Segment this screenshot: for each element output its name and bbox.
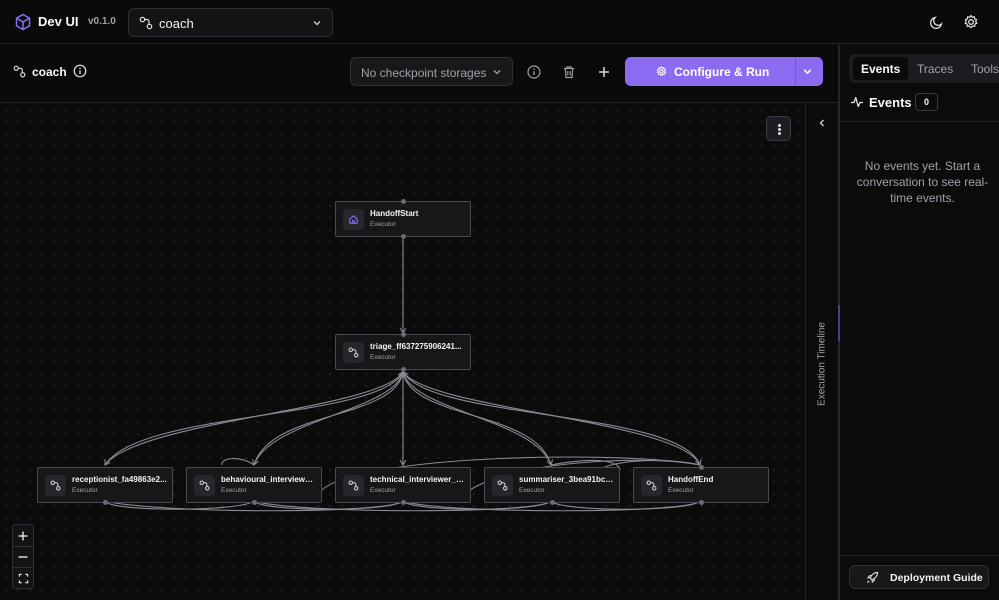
workflow-icon bbox=[641, 475, 662, 496]
resize-grip[interactable] bbox=[838, 305, 840, 341]
checkpoint-storage-value: No checkpoint storages bbox=[361, 66, 487, 80]
node-subtitle: Executor bbox=[370, 354, 396, 361]
checkpoint-storage-select[interactable]: No checkpoint storages bbox=[350, 57, 513, 86]
node-technical-interviewer[interactable]: technical_interviewer_a... Executor bbox=[335, 467, 471, 505]
dev-ui-logo-icon bbox=[15, 13, 31, 31]
canvas-options-button[interactable] bbox=[766, 116, 791, 141]
node-subtitle: Executor bbox=[668, 487, 694, 494]
chevron-down-icon[interactable] bbox=[802, 66, 813, 77]
node-handle[interactable] bbox=[401, 332, 406, 337]
node-receptionist[interactable]: receptionist_fa49863e2... Executor bbox=[37, 467, 173, 505]
node-title: summariser_3bea91bcd... bbox=[519, 475, 615, 484]
events-title: Events bbox=[869, 95, 912, 110]
rocket-icon bbox=[866, 571, 879, 584]
zoom-in-button[interactable] bbox=[13, 525, 33, 546]
execution-timeline-label: Execution Timeline bbox=[816, 322, 828, 406]
node-handle[interactable] bbox=[699, 465, 704, 470]
settings-gear-icon[interactable] bbox=[962, 13, 980, 31]
workflow-icon bbox=[194, 475, 215, 496]
deployment-guide-label: Deployment Guide bbox=[890, 572, 983, 584]
info-icon[interactable] bbox=[73, 64, 87, 78]
node-subtitle: Executor bbox=[221, 487, 247, 494]
node-handle[interactable] bbox=[550, 500, 555, 505]
node-title: HandoffStart bbox=[370, 209, 419, 218]
node-title: triage_ff637275906241... bbox=[370, 342, 462, 351]
node-subtitle: Executor bbox=[370, 221, 396, 228]
workflow-icon bbox=[492, 475, 513, 496]
top-bar: Dev UI v0.1.0 coach bbox=[0, 0, 999, 44]
events-empty-message: No events yet. Start a conversation to s… bbox=[856, 159, 989, 205]
node-behavioural-interviewer[interactable]: behavioural_interviewer... Executor bbox=[186, 467, 322, 505]
tab-events[interactable]: Events bbox=[853, 57, 909, 80]
app-title: Dev UI bbox=[38, 14, 79, 29]
panel-tabs: Events Traces Tools bbox=[849, 54, 999, 83]
divider bbox=[840, 555, 999, 556]
workflow-icon bbox=[139, 16, 153, 30]
trash-icon[interactable] bbox=[561, 64, 577, 80]
home-icon bbox=[343, 209, 364, 230]
configure-run-button[interactable]: Configure & Run bbox=[625, 57, 823, 86]
app-version: v0.1.0 bbox=[88, 16, 116, 27]
entity-selector-value: coach bbox=[159, 16, 194, 31]
zoom-out-button[interactable] bbox=[13, 546, 33, 567]
node-handle[interactable] bbox=[401, 500, 406, 505]
chevron-down-icon bbox=[313, 21, 321, 26]
events-count-badge: 0 bbox=[915, 93, 938, 111]
node-title: technical_interviewer_a... bbox=[370, 475, 466, 484]
plus-icon bbox=[18, 531, 28, 540]
node-handoff-start[interactable]: HandoffStart Executor bbox=[335, 199, 471, 239]
execution-timeline[interactable]: Execution Timeline bbox=[805, 104, 838, 600]
zoom-controls bbox=[12, 524, 34, 589]
panel-resize-handle[interactable] bbox=[838, 45, 840, 600]
workflow-icon bbox=[343, 475, 364, 496]
checkpoint-info-icon[interactable] bbox=[526, 64, 542, 80]
node-triage[interactable]: triage_ff637275906241... Executor bbox=[335, 332, 471, 372]
add-icon[interactable] bbox=[596, 64, 612, 80]
tab-tools[interactable]: Tools bbox=[971, 62, 999, 76]
node-subtitle: Executor bbox=[370, 487, 396, 494]
node-title: HandoffEnd bbox=[668, 475, 714, 484]
workflow-icon bbox=[13, 65, 26, 78]
node-handle[interactable] bbox=[401, 367, 406, 372]
chevron-down-icon bbox=[493, 70, 501, 75]
activity-icon bbox=[851, 96, 863, 108]
workflow-icon bbox=[343, 342, 364, 363]
node-title: receptionist_fa49863e2... bbox=[72, 475, 167, 484]
workflow-toolbar: coach No checkpoint storages Configure &… bbox=[0, 45, 838, 103]
divider bbox=[840, 121, 999, 122]
node-handle[interactable] bbox=[103, 500, 108, 505]
minus-icon bbox=[18, 556, 28, 558]
node-title: behavioural_interviewer... bbox=[221, 475, 317, 484]
events-panel: Events Traces Tools Events 0 No events y… bbox=[840, 45, 999, 600]
node-handle[interactable] bbox=[401, 199, 406, 204]
node-handoff-end[interactable]: HandoffEnd Executor bbox=[633, 465, 769, 505]
tab-traces[interactable]: Traces bbox=[917, 62, 954, 76]
node-handle[interactable] bbox=[699, 500, 704, 505]
node-handle[interactable] bbox=[401, 234, 406, 239]
node-subtitle: Executor bbox=[72, 487, 98, 494]
more-dot bbox=[778, 128, 781, 131]
more-dot bbox=[778, 124, 781, 127]
configure-run-label: Configure & Run bbox=[674, 65, 770, 79]
entity-selector[interactable]: coach bbox=[128, 8, 333, 37]
split-divider bbox=[795, 57, 796, 86]
workflow-name: coach bbox=[32, 65, 67, 79]
more-dot bbox=[778, 132, 781, 135]
node-subtitle: Executor bbox=[519, 487, 545, 494]
fit-view-icon bbox=[18, 573, 28, 583]
node-summariser[interactable]: summariser_3bea91bcd... Executor bbox=[484, 467, 620, 505]
chevron-left-icon[interactable] bbox=[817, 118, 827, 128]
deployment-guide-button[interactable]: Deployment Guide bbox=[849, 565, 989, 589]
workflow-icon bbox=[45, 475, 66, 496]
theme-toggle-moon-icon[interactable] bbox=[928, 13, 946, 31]
fit-view-button[interactable] bbox=[13, 567, 33, 588]
node-handle[interactable] bbox=[252, 500, 257, 505]
gear-icon bbox=[656, 66, 667, 77]
